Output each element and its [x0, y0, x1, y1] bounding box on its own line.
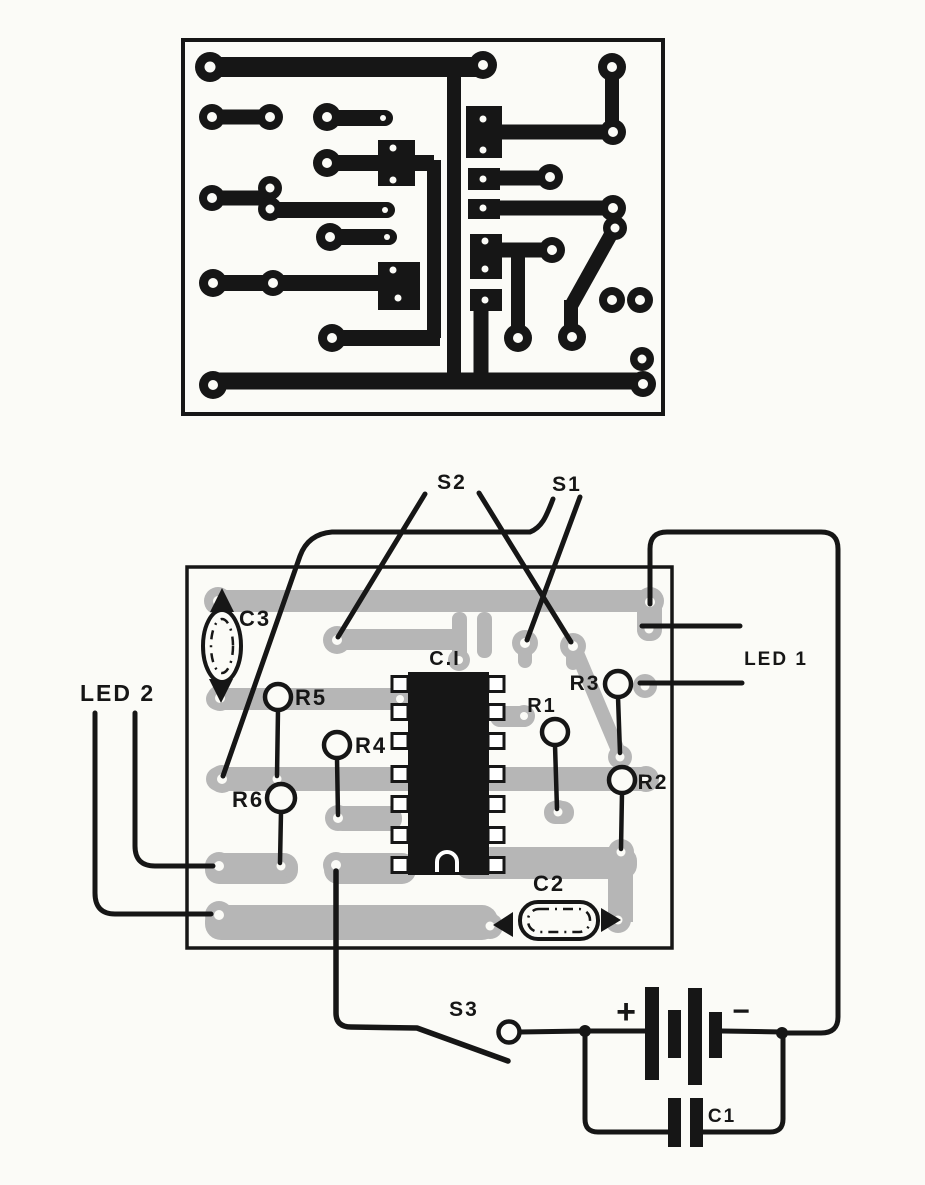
label-s2: S2	[437, 471, 467, 494]
junction-dot	[776, 1027, 788, 1039]
wire-s1-to-pad	[524, 494, 583, 643]
capacitor-c2	[493, 900, 621, 941]
label-battery-minus: −	[732, 995, 752, 1028]
wire-led2-lead1	[132, 710, 216, 869]
junction-dot	[579, 1025, 591, 1037]
label-battery-plus: +	[616, 993, 638, 1031]
label-led2: LED 2	[80, 680, 155, 706]
r2-lead	[618, 790, 625, 852]
label-r6: R6	[232, 787, 264, 812]
label-r1: R1	[527, 695, 557, 717]
c3-arrow-down	[209, 679, 233, 703]
wire-s3	[333, 868, 511, 1064]
resistor-r2	[606, 764, 638, 796]
wire-s1-long	[220, 496, 556, 779]
wires	[92, 490, 841, 1135]
pad-block	[378, 140, 415, 186]
label-r3: R3	[570, 672, 601, 695]
switch-s3-contact	[496, 1019, 522, 1045]
assembly-board-outline	[185, 565, 674, 950]
c2-arrow-left	[493, 912, 513, 937]
resistor-r6	[264, 781, 298, 815]
label-r5: R5	[295, 685, 327, 710]
label-ci: C.I	[429, 648, 461, 670]
wire-c1-branch-right	[700, 1031, 786, 1135]
label-r4: R4	[355, 733, 387, 758]
wire-led2-lead2	[92, 710, 214, 917]
resistor-r5	[262, 681, 294, 713]
copper-pads	[195, 51, 656, 399]
capacitor-c3	[201, 588, 243, 703]
wire-c1-branch-left	[582, 1028, 671, 1135]
pad-block	[378, 262, 420, 310]
copper-pad-holes	[204, 60, 648, 390]
wire-s2-to-pad2	[476, 490, 574, 645]
label-s1: S1	[552, 473, 582, 496]
resistors	[262, 668, 638, 866]
label-s3: S3	[449, 998, 479, 1021]
ic-body	[408, 672, 489, 875]
wire-battery-loop	[647, 529, 841, 1036]
resistor-r4	[321, 729, 353, 761]
label-led1: LED 1	[744, 649, 808, 670]
r6-lead	[277, 809, 284, 866]
copper-board	[181, 38, 665, 416]
c3-arrow-up	[210, 588, 234, 612]
c2-arrow-right	[601, 908, 621, 932]
battery-symbol	[645, 987, 722, 1085]
label-r2: R2	[638, 771, 669, 794]
wire-s2-to-pad	[335, 491, 428, 640]
copper-board-border	[181, 38, 665, 416]
resistor-r3	[602, 668, 634, 700]
wire-battery-right	[719, 1028, 785, 1035]
r4-lead	[334, 755, 341, 818]
resistor-r1	[539, 716, 571, 748]
label-c3: C3	[239, 606, 271, 631]
r5-lead	[274, 707, 281, 779]
r3-lead	[615, 694, 623, 756]
labels: S2 S1 LED 2 LED 1 C3 R5 R6 R4 C.I R1 R3 …	[80, 471, 808, 1127]
label-c1: C1	[708, 1106, 736, 1127]
ic-notch	[435, 850, 459, 872]
wire-s3-to-battery	[517, 1028, 588, 1035]
capacitor-c1-symbol	[668, 1098, 703, 1147]
ic-chip	[390, 672, 506, 875]
label-c2: C2	[533, 871, 565, 896]
copper-trace	[564, 225, 621, 310]
r1-lead	[552, 742, 560, 812]
assembly-board: S2 S1 LED 2 LED 1 C3 R5 R6 R4 C.I R1 R3 …	[80, 471, 841, 1147]
